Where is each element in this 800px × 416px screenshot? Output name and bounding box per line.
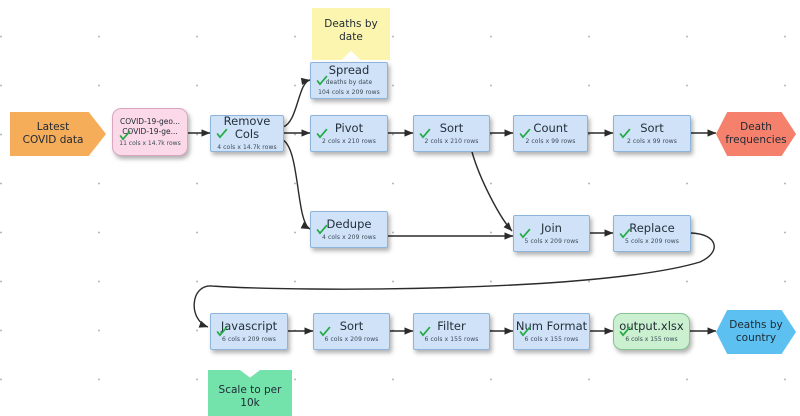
edge-removecols-to-spread [282,77,311,128]
terminal-death-frequencies[interactable]: Death frequencies [716,112,796,156]
source-file-node[interactable]: COVID-19-geo... COVID-19-ge... 11 cols x… [112,108,188,156]
node-spread[interactable]: Spread deaths by date 104 cols x 209 row… [310,62,388,99]
node-title: output.xlsx [619,318,684,333]
node-stats: 104 cols x 209 rows [318,89,380,96]
node-remove-cols[interactable]: Remove Cols 4 cols x 14.7k rows [210,115,284,152]
node-stats: 4 cols x 209 rows [322,233,376,241]
terminal-red-line1: Death [740,121,772,133]
node-stats: 5 cols x 209 rows [524,237,579,245]
check-icon [316,75,328,87]
node-replace[interactable]: Replace 5 cols x 209 rows [613,215,691,252]
terminal-latest-covid-data[interactable]: Latest COVID data [10,112,106,156]
terminal-input-line1: Latest [36,121,70,133]
check-icon [519,128,531,140]
node-title: Count [533,120,568,135]
node-stats: 2 cols x 99 rows [626,137,678,145]
node-javascript[interactable]: Javascript 6 cols x 209 rows [210,313,288,350]
node-stats: 2 cols x 210 rows [424,137,479,145]
node-title: Remove Cols [223,114,271,141]
node-join[interactable]: Join 5 cols x 209 rows [513,215,590,252]
node-title: Replace [629,220,675,235]
node-stats: 6 cols x 209 rows [324,335,379,343]
edge-sorttop-to-join [471,151,513,232]
node-title: Join [541,220,562,235]
node-sort-count[interactable]: Sort 2 cols x 99 rows [613,115,691,152]
check-icon [419,128,431,140]
terminal-deaths-by-country[interactable]: Deaths by country [716,310,796,354]
node-sort-bottom[interactable]: Sort 6 cols x 209 rows [313,313,390,350]
note-scale-line1: Scale to per [218,384,282,396]
node-stats: 5 cols x 209 rows [625,237,679,245]
note-deaths-by-date-line1: Deaths by [324,18,378,30]
node-title: Javascript [220,318,278,333]
check-icon [619,128,631,140]
node-title: Spread [328,63,370,77]
node-filter[interactable]: Filter 6 cols x 155 rows [413,313,490,350]
check-icon [316,128,328,140]
check-icon [119,130,131,142]
edge-removecols-to-dedupe [282,139,311,230]
node-stats: 6 cols x 209 rows [222,335,276,343]
note-scale-to-per-10k[interactable]: Scale to per 10k [208,370,292,416]
check-icon [216,326,228,338]
node-stats: 2 cols x 99 rows [525,137,576,145]
terminal-red-line2: frequencies [725,134,787,146]
check-icon [519,228,531,240]
node-title: Pivot [334,120,364,135]
node-pivot[interactable]: Pivot 2 cols x 210 rows [310,115,388,152]
node-note: deaths by date [325,79,373,86]
check-icon [319,326,331,338]
source-file-line2: COVID-19-ge... [122,126,178,136]
note-deaths-by-date-line2: date [339,31,363,43]
check-icon [216,128,228,140]
node-title: Sort [640,120,664,135]
check-icon [316,224,328,236]
node-dedupe[interactable]: Dedupe 4 cols x 209 rows [310,211,388,248]
node-count[interactable]: Count 2 cols x 99 rows [513,115,588,152]
terminal-input-line2: COVID data [22,134,84,146]
node-output-file[interactable]: output.xlsx 6 cols x 155 rows [613,313,690,350]
check-icon [619,228,631,240]
source-file-line1: COVID-19-geo... [119,116,181,126]
node-title: Dedupe [326,216,372,231]
source-file-stats: 11 cols x 14.7k rows [119,139,181,147]
note-deaths-by-date[interactable]: Deaths by date [312,8,390,60]
node-stats: 6 cols x 155 rows [424,335,479,343]
node-sort-top[interactable]: Sort 2 cols x 210 rows [413,115,490,152]
check-icon [619,326,631,338]
node-stats: 6 cols x 155 rows [625,335,678,343]
node-stats: 2 cols x 210 rows [322,137,376,145]
node-title: Filter [437,318,466,333]
node-title: Sort [439,120,464,135]
check-icon [519,326,531,338]
node-title: Sort [339,318,364,333]
node-stats: 6 cols x 155 rows [524,335,579,343]
node-stats: 4 cols x 14.7k rows [217,144,277,151]
check-icon [419,326,431,338]
node-num-format[interactable]: Num Format 6 cols x 155 rows [513,313,590,350]
node-title: Num Format [515,318,588,333]
terminal-blue-line2: country [735,332,777,344]
note-scale-line2: 10k [240,397,260,409]
terminal-blue-line1: Deaths by [729,319,783,331]
